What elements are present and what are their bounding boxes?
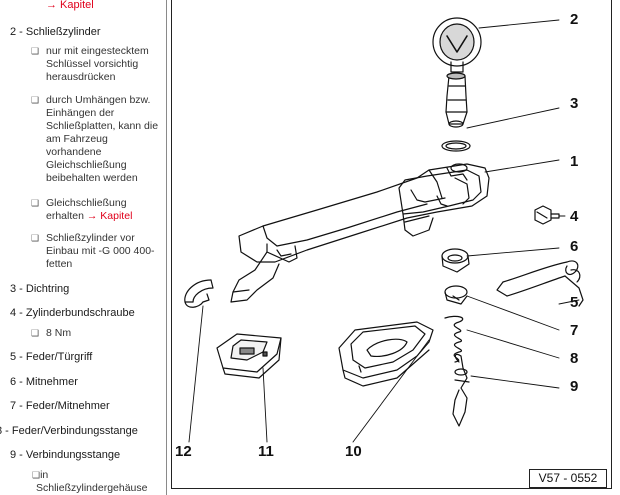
- callout-10: 10: [345, 443, 362, 460]
- figure-frame: [171, 0, 612, 489]
- item-2-heading: 2 - Schließzylinder: [10, 26, 101, 38]
- callout-11: 11: [258, 443, 274, 460]
- bullet-text: Schließzylindergehäuse: [36, 482, 148, 494]
- lock-cylinder-part: [432, 17, 482, 128]
- handle-spring-part: [496, 260, 584, 307]
- callout-5: 5: [570, 294, 579, 311]
- item-9-bullet-1: ❑in Schließzylindergehäuse: [32, 469, 166, 495]
- item-5-heading: 5 - Feder/Türgriff: [10, 351, 93, 363]
- callout-9: 9: [570, 378, 579, 395]
- exploded-view-figure: 2 3 1 4 6 5 7 8 9 10 11 12 V57 - 0552: [167, 0, 620, 495]
- item-9-heading: 9 - Verbindungsstange: [10, 449, 121, 461]
- parts-list-panel: → Kapitel 2 - Schließzylinder ❑ nur mit …: [0, 0, 166, 495]
- callout-2: 2: [570, 11, 579, 28]
- item-7-heading: 7 - Feder/Mitnehmer: [10, 400, 110, 412]
- bullet-icon: ❑: [31, 46, 40, 56]
- callout-6: 6: [570, 238, 579, 255]
- chapter-link-top[interactable]: → Kapitel: [46, 0, 94, 11]
- item-4-heading: 4 - Zylinderbundschraube: [10, 307, 135, 319]
- item-3-heading: 3 - Dichtring: [10, 283, 70, 295]
- item-2-bullet-2: ❑ durch Umhängen bzw. Einhängen der Schl…: [31, 94, 164, 185]
- cover-cap-part: [216, 333, 282, 379]
- connecting-rod-part: [452, 353, 470, 427]
- bullet-text: Schließzylinder vor Einbau mit -G 000 40…: [46, 232, 155, 270]
- item-2-bullet-4: ❑ Schließzylinder vor Einbau mit -G 000 …: [31, 232, 164, 271]
- callout-4: 4: [570, 208, 579, 225]
- panel-divider: [166, 0, 167, 495]
- bullet-text: nur mit eingestecktem Schlüssel vorsicht…: [46, 45, 149, 83]
- callout-1: 1: [570, 153, 579, 170]
- callout-leader-lines: [188, 19, 580, 443]
- chapter-link[interactable]: → Kapitel: [86, 210, 133, 222]
- exploded-view-drawing: [184, 17, 584, 443]
- clip-part: [184, 279, 214, 308]
- bullet-icon: ❑: [31, 328, 40, 338]
- bullet-text: durch Umhängen bzw. Einhängen der Schlie…: [46, 94, 159, 184]
- cylinder-screw-part: [534, 205, 560, 225]
- item-8-heading: 8 - Feder/Verbindungsstange: [0, 425, 138, 437]
- connecting-rod-spring-part: [444, 315, 464, 363]
- bullet-text: Gleichschließung erhalten: [46, 197, 127, 222]
- callout-7: 7: [570, 322, 579, 339]
- driver-part: [441, 248, 470, 273]
- driver-spring-part: [444, 285, 468, 305]
- callout-8: 8: [570, 350, 579, 367]
- callout-3: 3: [570, 95, 579, 112]
- bullet-prefix: in: [40, 469, 49, 481]
- bullet-icon: ❑: [31, 233, 40, 243]
- figure-code-label: V57 - 0552: [529, 469, 607, 488]
- item-4-bullet-1: ❑ 8 Nm: [31, 327, 156, 340]
- item-2-bullet-3: ❑ Gleichschließung erhalten → Kapitel: [31, 197, 164, 223]
- item-6-heading: 6 - Mitnehmer: [10, 376, 78, 388]
- bullet-text: 8 Nm: [46, 327, 72, 339]
- sealing-ring-part: [441, 140, 471, 152]
- door-handle-part: [230, 163, 490, 303]
- bullet-icon: ❑: [31, 95, 40, 105]
- bullet-icon: ❑: [31, 198, 40, 208]
- bullet-icon: ❑: [32, 470, 41, 480]
- item-2-bullet-1: ❑ nur mit eingestecktem Schlüssel vorsic…: [31, 45, 162, 84]
- callout-12: 12: [175, 443, 192, 460]
